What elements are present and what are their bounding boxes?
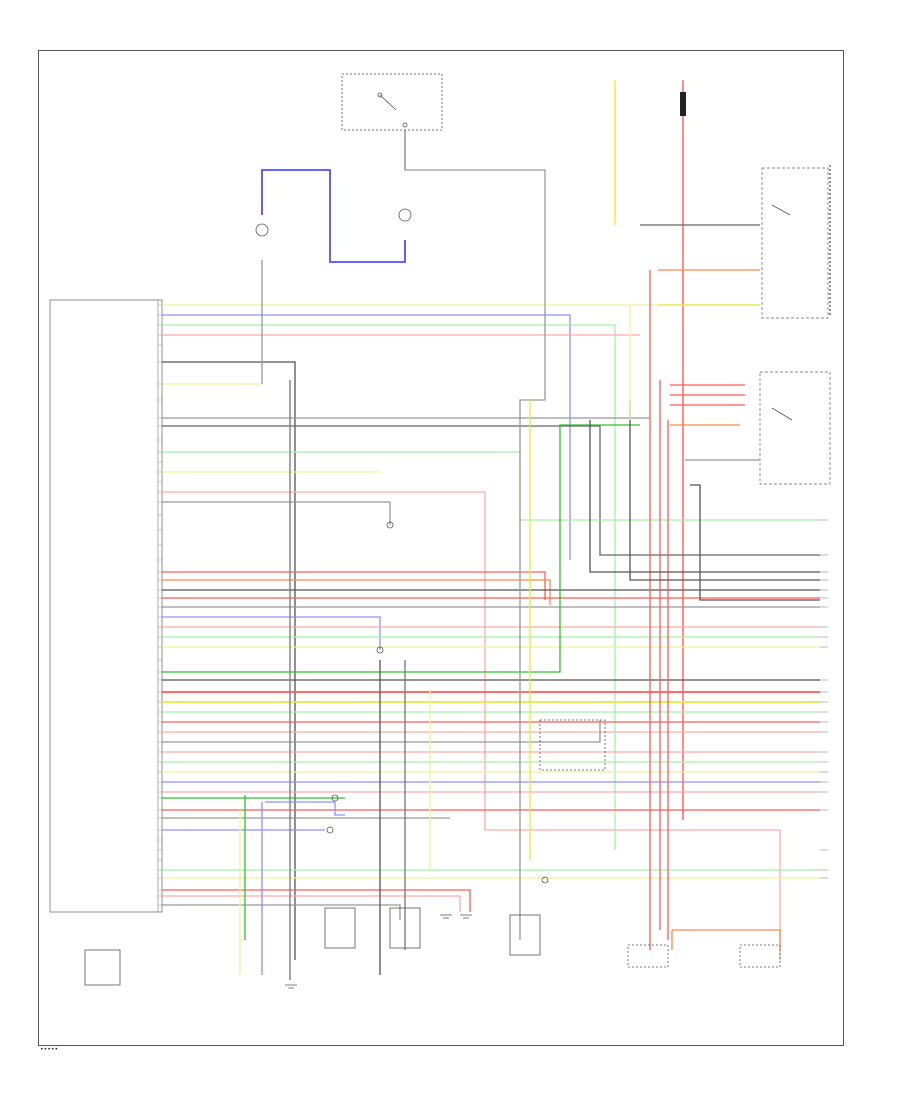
wire-sensor-ground-gray <box>162 904 401 920</box>
wire-ground-black <box>162 361 296 960</box>
wire-dark-right <box>589 420 820 573</box>
ecu-block-outline <box>49 299 163 913</box>
ecu-wire-runs <box>162 304 820 960</box>
wire-cam-sensor-pink <box>162 491 781 960</box>
ecu-pin-tick-marks <box>158 304 162 906</box>
ignition-switch <box>341 73 443 170</box>
ground-point-5 <box>541 876 549 884</box>
fuse-block <box>614 80 831 820</box>
wire-knock-return-dark <box>162 425 820 556</box>
diagram-frame <box>38 50 844 1046</box>
wire-sensor-ground-red <box>162 889 471 912</box>
sensor-connector-map <box>509 914 541 956</box>
right-edge-connector <box>820 519 828 879</box>
ground-symbol-2 <box>460 914 472 919</box>
fuel-pump-relay-box <box>759 371 831 485</box>
ground-symbol-1 <box>440 914 452 919</box>
wire-green-sensor <box>162 424 640 673</box>
wire-idle-control-light-blue <box>162 616 381 650</box>
relay-bottom-left <box>627 944 669 968</box>
ground-point-3 <box>386 521 394 529</box>
ignition-switch-arm <box>379 94 397 111</box>
wire-fuel-pump-relay-return <box>690 484 820 601</box>
wire-fr-light-blue <box>265 801 345 816</box>
wire-sensor-ground-pink <box>162 895 461 912</box>
wire-crank-sensor-gray <box>162 501 391 525</box>
ecu-connector-block <box>49 299 163 913</box>
ecu-module-transmission <box>84 949 121 986</box>
vertical-wire-runs <box>239 165 831 980</box>
ignition-switch-box <box>341 73 443 131</box>
wire-speed-sensor-light-green <box>162 451 820 521</box>
ground-point-4 <box>376 646 384 654</box>
wire-idle-air-blue <box>162 314 571 560</box>
sensor-symbol-o2 <box>255 223 269 237</box>
ground-point-2 <box>326 826 334 834</box>
main-relay-switch <box>771 204 791 216</box>
tps-connector <box>389 907 421 949</box>
wire-orange-drop <box>671 929 781 950</box>
splice-box <box>539 719 606 771</box>
wire-vtec-orange <box>162 579 551 605</box>
injector-connector <box>324 907 356 949</box>
main-relay-box <box>761 167 829 319</box>
wire-ecu-power-gray <box>405 169 546 940</box>
wire-egr-control-red <box>162 571 546 600</box>
fuel-pump-relay-switch <box>771 407 793 421</box>
wire-dark-right-2 <box>629 400 820 581</box>
ecu-pin-ticks <box>158 304 162 906</box>
diagram-id: ••••• <box>40 1046 59 1053</box>
right-edge-pin-ticks <box>820 519 828 879</box>
wire-violet-loop <box>261 169 406 263</box>
ignition-switch-contact <box>377 92 383 98</box>
sensor-symbol-ect <box>398 208 412 222</box>
components <box>84 208 781 989</box>
ignition-switch-terminal <box>402 122 408 128</box>
ground-symbol-3 <box>285 984 297 989</box>
ground-point-1 <box>331 794 339 802</box>
fuse-element <box>680 92 686 116</box>
wire-egr-light-green <box>162 324 616 850</box>
wire-map-sensor-gray <box>162 720 601 743</box>
relay-bottom-right <box>739 944 781 968</box>
